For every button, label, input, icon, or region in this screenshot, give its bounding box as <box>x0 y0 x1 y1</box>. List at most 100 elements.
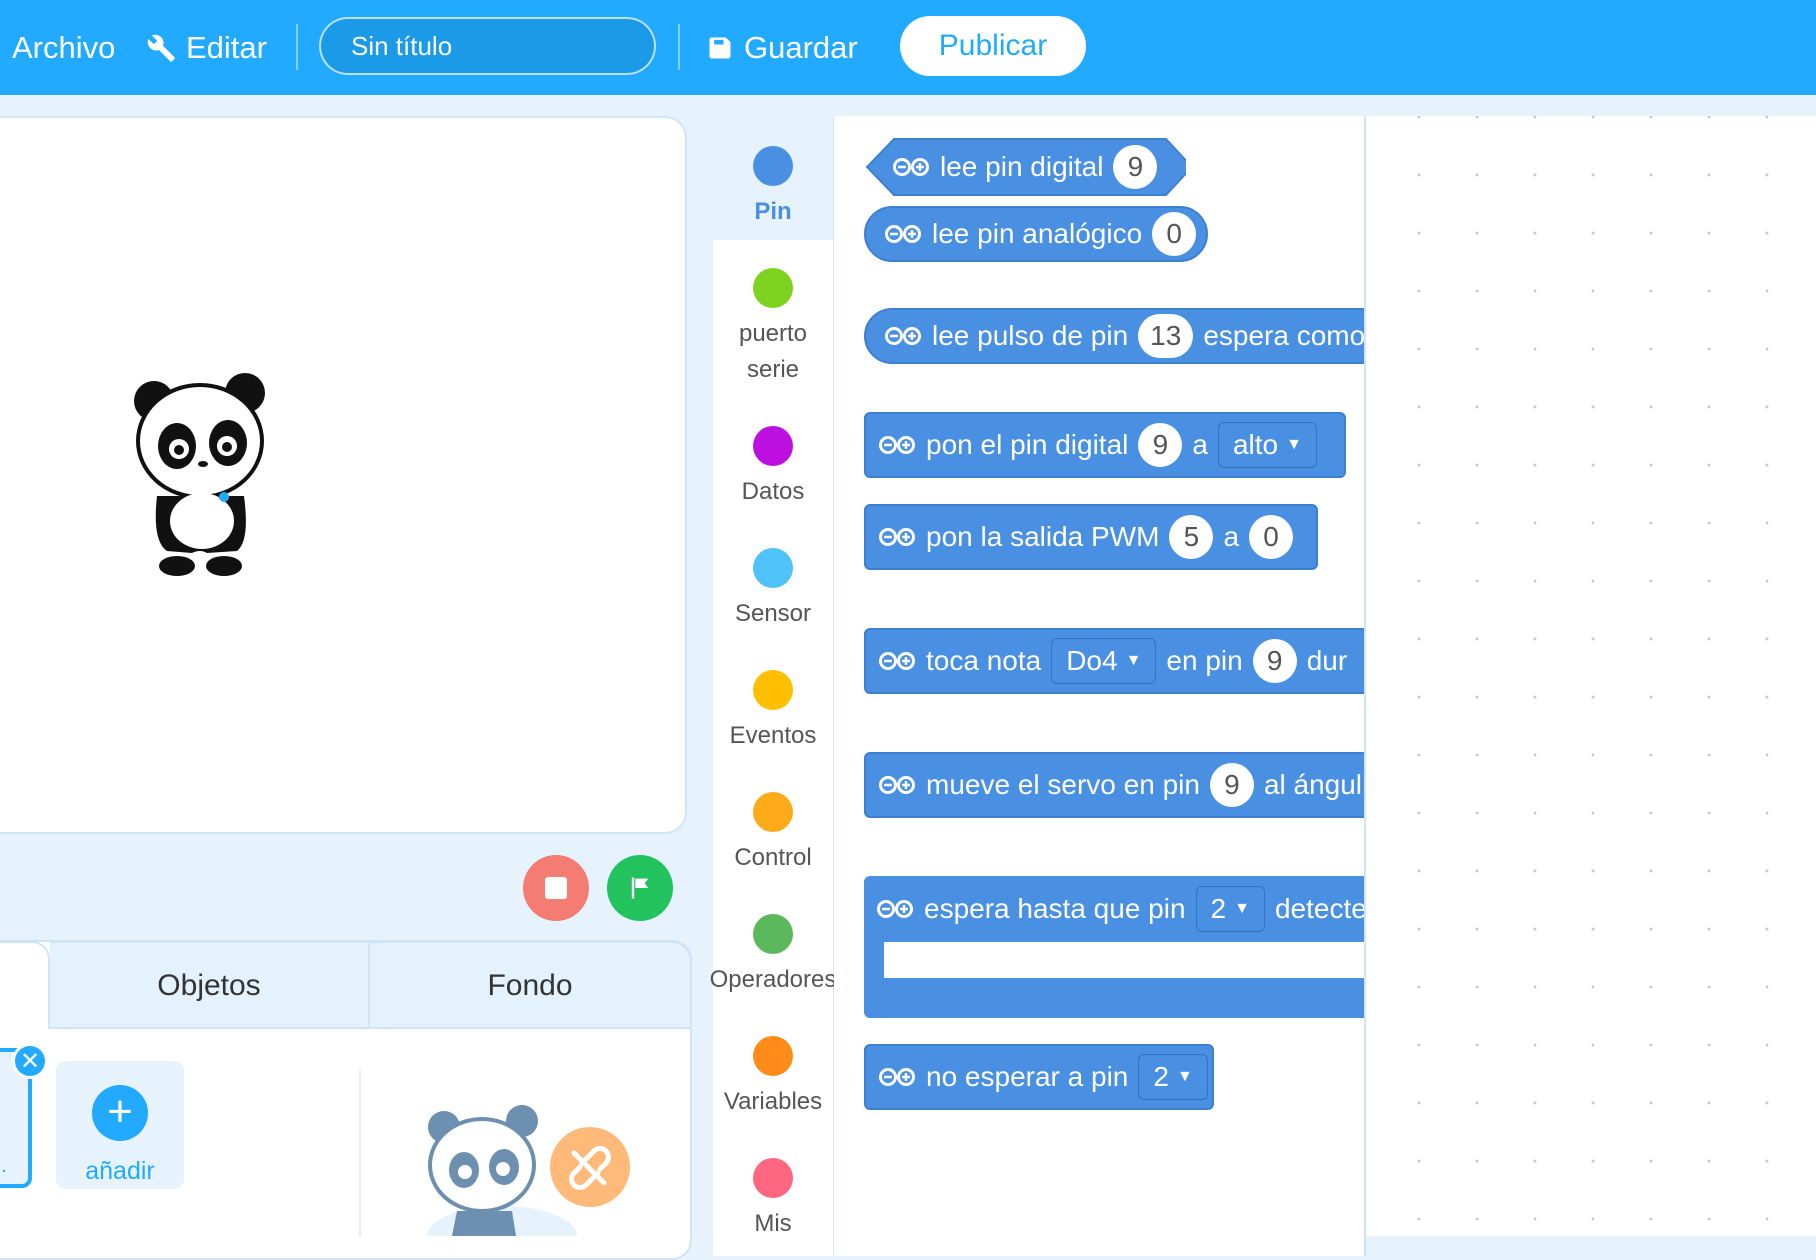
panda-empty-illustration <box>427 1105 630 1236</box>
category-eventos[interactable]: Eventos <box>713 670 833 754</box>
block-pon-la-salida-pwm[interactable]: pon la salida PWM 5 a 0 <box>864 504 1318 570</box>
block-lee-pulso-de-pin[interactable]: lee pulso de pin 13 espera como <box>864 308 1366 364</box>
block-lee-pin-analogico[interactable]: lee pin analógico 0 <box>864 206 1208 262</box>
pin-value-input[interactable]: 9 <box>1113 145 1158 189</box>
dropdown-value: 2 <box>1210 893 1227 924</box>
category-label: Datos <box>741 478 805 505</box>
category-puerto-serie[interactable]: puerto serie <box>713 268 833 388</box>
category-operadores[interactable]: Operadores <box>710 914 836 998</box>
caret-down-icon: ▼ <box>1125 652 1142 669</box>
tab-objetos[interactable]: Objetos <box>50 941 370 1029</box>
mis-dot-icon <box>753 1158 793 1198</box>
panda-sprite[interactable] <box>132 371 272 576</box>
block-text: a <box>1223 521 1240 552</box>
c-block-header: espera hasta que pin 2▼ detecte <box>864 876 1366 942</box>
menu-divider <box>678 24 680 70</box>
stage-canvas[interactable] <box>0 116 687 834</box>
pin-value-input[interactable]: 0 <box>1152 212 1197 256</box>
arduino-icon <box>884 326 922 346</box>
close-icon[interactable]: ✕ <box>12 1043 48 1079</box>
arduino-icon <box>884 224 922 244</box>
caret-down-icon: ▼ <box>1176 1068 1193 1085</box>
level-dropdown[interactable]: alto▼ <box>1217 422 1317 468</box>
category-pin[interactable]: Pin <box>713 146 833 230</box>
category-label: Eventos <box>729 722 817 749</box>
caret-down-icon: ▼ <box>1234 900 1250 917</box>
pin-dropdown[interactable]: 2▼ <box>1195 886 1265 932</box>
flag-icon <box>631 877 649 899</box>
operadores-dot-icon <box>753 914 793 954</box>
block-text: pon el pin digital <box>926 429 1129 460</box>
block-text: lee pulso de pin <box>932 320 1129 351</box>
green-flag-button[interactable] <box>607 855 673 921</box>
dropdown-value: Do4 <box>1066 645 1118 676</box>
control-dot-icon <box>753 792 793 832</box>
guardar-button[interactable]: Guardar <box>706 0 858 95</box>
block-text: dur <box>1306 645 1348 676</box>
category-label: Variables <box>723 1088 823 1115</box>
arduino-icon <box>876 899 914 919</box>
panel-divider <box>359 1070 361 1236</box>
dropdown-value: 2 <box>1153 1061 1169 1092</box>
eventos-dot-icon <box>753 670 793 710</box>
block-text: en pin <box>1166 645 1243 676</box>
thumb-dots: ... <box>0 1155 7 1177</box>
category-datos[interactable]: Datos <box>713 426 833 510</box>
stop-icon <box>545 877 567 899</box>
publicar-button[interactable]: Publicar <box>900 16 1086 76</box>
pin-dropdown[interactable]: 2▼ <box>1138 1054 1208 1100</box>
pin-value-input[interactable]: 9 <box>1252 639 1297 683</box>
stop-button[interactable] <box>523 855 589 921</box>
script-workspace[interactable] <box>1366 116 1816 1236</box>
block-text: a <box>1192 429 1208 460</box>
category-sensor[interactable]: Sensor <box>713 548 833 632</box>
category-mis-bloques[interactable]: Mis <box>713 1158 833 1242</box>
block-pon-el-pin-digital[interactable]: pon el pin digital 9 a alto▼ <box>864 412 1346 478</box>
sensor-dot-icon <box>753 548 793 588</box>
block-mueve-el-servo[interactable]: mueve el servo en pin 9 al ángul <box>864 752 1364 818</box>
block-text: lee pin analógico <box>932 218 1143 249</box>
hexagon-shape <box>866 138 1186 196</box>
category-label: Operadores <box>709 966 837 993</box>
block-text: toca nota <box>926 645 1042 676</box>
editar-menu[interactable]: Editar <box>146 0 267 95</box>
variables-dot-icon <box>753 1036 793 1076</box>
category-variables[interactable]: Variables <box>713 1036 833 1120</box>
block-no-esperar-a-pin[interactable]: no esperar a pin 2▼ <box>864 1044 1214 1110</box>
block-text: detecte <box>1274 893 1366 924</box>
tab-device[interactable] <box>0 941 50 1029</box>
pwm-value-input[interactable]: 0 <box>1249 515 1294 559</box>
block-espera-hasta-que-pin[interactable]: espera hasta que pin 2▼ detecte <box>864 876 1366 1018</box>
block-text: pon la salida PWM <box>926 521 1160 552</box>
note-dropdown[interactable]: Do4 ▼ <box>1051 638 1157 684</box>
block-text: lee pin digital <box>940 151 1104 182</box>
block-text: no esperar a pin <box>926 1061 1129 1092</box>
block-flyout: lee pin digital 9 lee pin analógico 0 le… <box>834 116 1366 1256</box>
guardar-label: Guardar <box>744 29 858 65</box>
arduino-icon <box>892 157 930 177</box>
archivo-menu[interactable]: Archivo <box>0 0 115 95</box>
c-block-bottom <box>864 978 1364 1018</box>
category-control[interactable]: Control <box>713 792 833 876</box>
menu-divider <box>296 24 298 70</box>
tab-fondo[interactable]: Fondo <box>370 941 692 1029</box>
c-block-slot[interactable] <box>884 942 1364 978</box>
pin-value-input[interactable]: 9 <box>1209 763 1254 807</box>
block-text: mueve el servo en pin <box>926 769 1200 800</box>
pin-value-input[interactable]: 9 <box>1138 423 1183 467</box>
add-device-button[interactable]: + añadir <box>56 1061 184 1189</box>
arduino-icon <box>878 775 916 795</box>
caret-down-icon: ▼ <box>1286 436 1302 453</box>
block-text: espera como <box>1203 320 1366 351</box>
arduino-icon <box>878 435 916 455</box>
category-label: Control <box>734 844 812 871</box>
category-label: Sensor <box>734 600 812 627</box>
block-text: al ángul <box>1263 769 1363 800</box>
pin-value-input[interactable]: 5 <box>1169 515 1214 559</box>
pin-value-input[interactable]: 13 <box>1138 314 1194 358</box>
arduino-icon <box>878 1067 916 1087</box>
project-title-input[interactable] <box>319 17 656 75</box>
category-label: puerto serie <box>738 320 808 383</box>
block-lee-pin-digital[interactable]: lee pin digital 9 <box>866 138 1186 196</box>
block-toca-nota[interactable]: toca nota Do4 ▼ en pin 9 dur <box>864 628 1364 694</box>
